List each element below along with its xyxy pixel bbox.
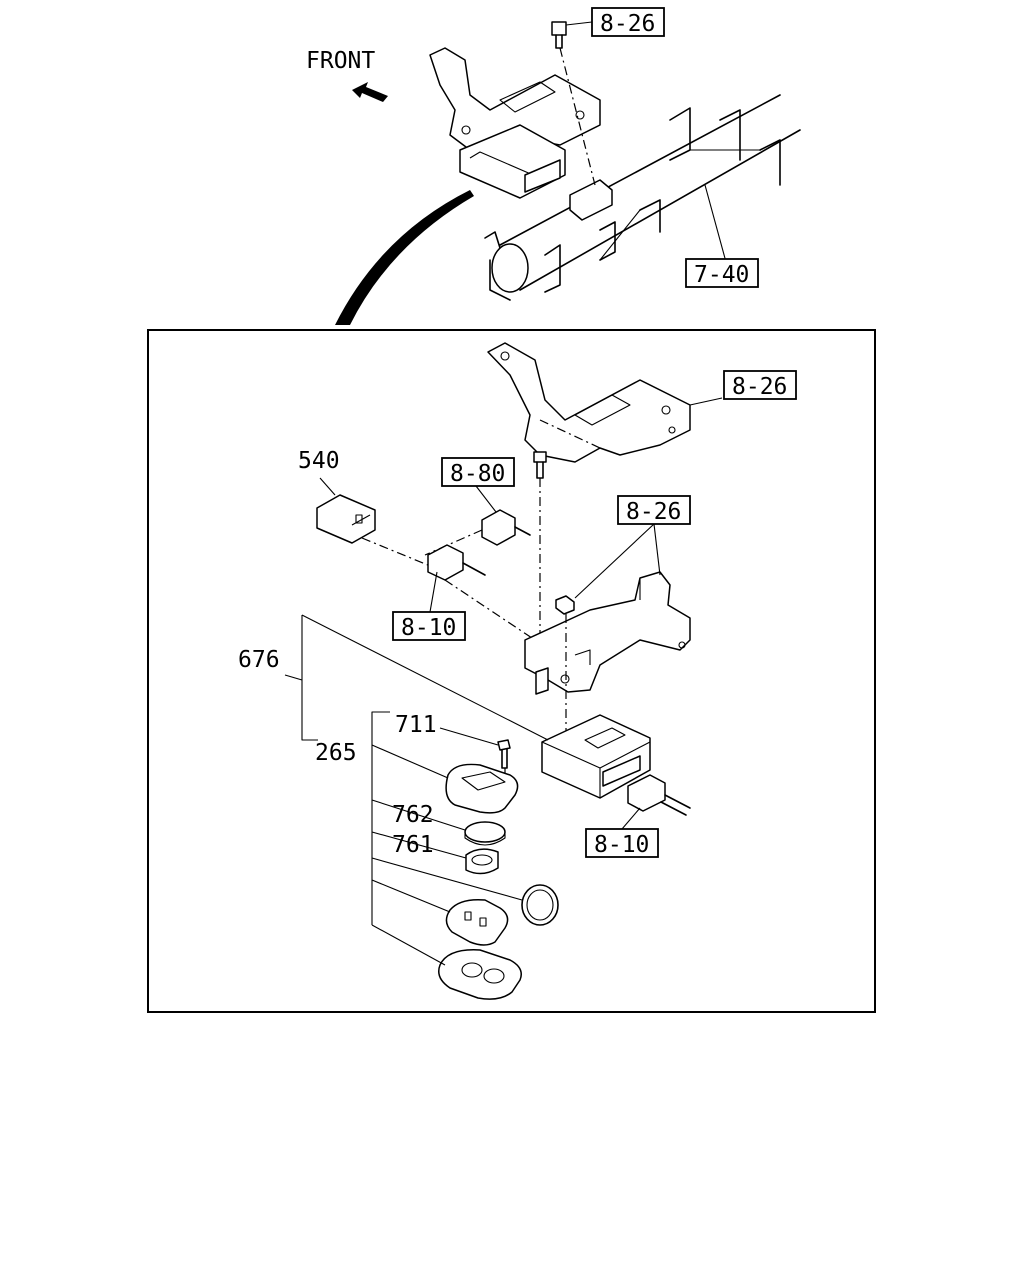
part-676-label: 676 [238,647,280,673]
seal-ring [521,884,559,926]
front-label: FRONT [306,48,375,74]
top-overview: FRONT [306,21,801,325]
front-arrow [352,82,388,102]
battery-762 [464,821,506,846]
callout-text: 8-10 [401,615,456,641]
detail-frame [147,329,876,1013]
beam-clip [569,179,613,221]
callout-inner-bracket: 8-26 [723,370,797,400]
callout-harness-bottom: 8-10 [585,828,659,858]
transmitter-top-cover [445,763,519,814]
part-265-label: 265 [315,740,357,766]
callout-top-bracket: 8-26 [591,7,665,37]
callout-crossmember: 7-40 [685,258,759,288]
detail-mount-bracket [524,571,691,695]
top-bracket [429,47,601,151]
part-540-label: 540 [298,448,340,474]
part-762-label: 762 [392,802,434,828]
detail-bolt [533,451,547,660]
detail-nut [555,595,575,740]
battery-holder-761 [465,848,499,875]
bracket-265 [371,711,390,925]
part-761-label: 761 [392,832,434,858]
callout-text: 8-26 [626,499,681,525]
callout-harness-left: 8-10 [392,611,466,641]
crossmember-beam [484,94,801,301]
top-receiver-unit [459,124,566,199]
callout-mount-bracket: 8-26 [617,495,691,525]
relay-540 [316,494,441,571]
callout-text: 8-10 [594,832,649,858]
part-711-label: 711 [395,712,437,738]
receiver-module [541,714,691,816]
callout-text: 8-26 [600,11,655,37]
callout-text: 8-80 [450,461,505,487]
transmitter-bottom-case [438,949,522,1000]
callout-harness-top: 8-80 [441,457,515,487]
leader-676 [301,614,549,741]
detail-upper-bracket [487,342,723,463]
callout-text: 8-26 [732,374,787,400]
connector-8-10-left [427,544,536,641]
top-bolt [551,21,596,186]
bracket-676 [301,615,318,741]
rubber-pad [445,898,509,946]
zoom-arrow [335,190,474,325]
callout-text: 7-40 [694,262,749,288]
